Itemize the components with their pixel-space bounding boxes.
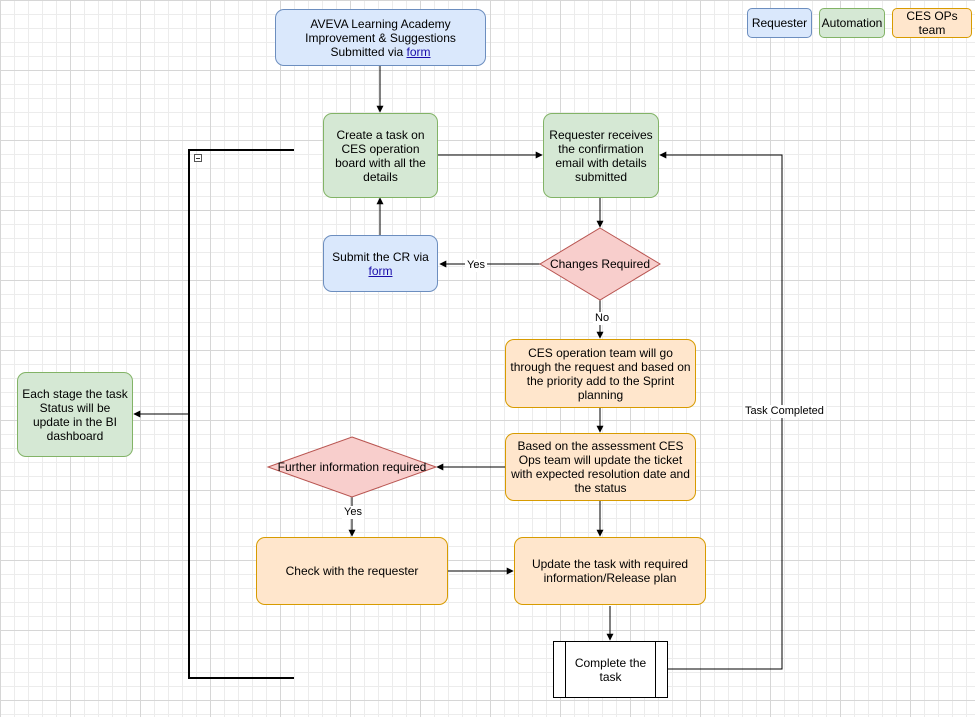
submit-cr-text: Submit the CR via <box>332 249 429 264</box>
complete-task-text: Complete the task <box>574 655 647 684</box>
create-task-text: Create a task on CES operation board wit… <box>335 127 426 184</box>
confirmation-node: Requester receives the confirmation emai… <box>543 113 659 198</box>
assessment-node: Based on the assessment CES Ops team wil… <box>505 433 696 501</box>
start-node-text: AVEVA Learning Academy Improvement & Sug… <box>305 16 456 59</box>
confirmation-text: Requester receives the confirmation emai… <box>549 127 653 184</box>
collapse-icon[interactable] <box>194 154 202 162</box>
complete-left-bar <box>565 642 566 697</box>
complete-right-bar <box>655 642 656 697</box>
edge-label-no-changes: No <box>593 312 612 325</box>
check-requester-text: Check with the requester <box>285 564 419 578</box>
update-task-node: Update the task with required informatio… <box>514 537 706 605</box>
further-info-text: Further information required <box>277 460 427 474</box>
submit-cr-form-link[interactable]: form <box>368 263 393 278</box>
legend-requester: Requester <box>747 8 812 38</box>
bi-dashboard-text: Each stage the task Status will be updat… <box>22 386 128 443</box>
bi-dashboard-node: Each stage the task Status will be updat… <box>17 372 133 457</box>
legend-automation: Automation <box>819 8 885 38</box>
changes-required-text: Changes Required <box>549 257 651 271</box>
start-node: AVEVA Learning Academy Improvement & Sug… <box>275 9 486 66</box>
ops-review-text: CES operation team will go through the r… <box>510 345 691 402</box>
start-form-link[interactable]: form <box>406 44 431 59</box>
ops-review-node: CES operation team will go through the r… <box>505 339 696 408</box>
legend-ces-ops-team: CES OPs team <box>892 8 972 38</box>
update-task-text: Update the task with required informatio… <box>531 557 689 585</box>
complete-task-node: Complete the task <box>553 641 668 698</box>
create-task-node: Create a task on CES operation board wit… <box>323 113 438 198</box>
edge-label-yes-changes: Yes <box>465 259 487 272</box>
further-info-label: Further information required <box>272 453 432 481</box>
changes-required-label: Changes Required <box>545 250 655 278</box>
changes-required-diamond <box>539 227 661 301</box>
edge-label-yes-further: Yes <box>342 506 364 519</box>
edge-label-task-completed: Task Completed <box>743 405 826 418</box>
check-requester-node: Check with the requester <box>256 537 448 605</box>
further-info-diamond <box>266 436 438 498</box>
assessment-text: Based on the assessment CES Ops team wil… <box>511 439 690 495</box>
